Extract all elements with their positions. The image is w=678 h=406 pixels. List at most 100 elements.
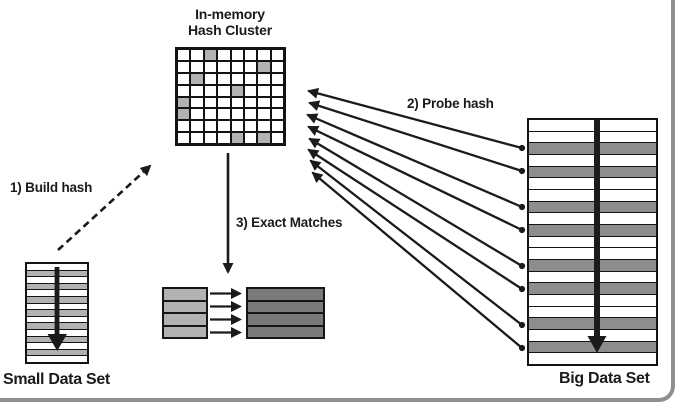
probe-arrow: [308, 137, 524, 268]
hash-grid-cell: [244, 121, 257, 132]
small-table-row: [27, 283, 87, 291]
hash-cluster-title-line2: Hash Cluster: [188, 22, 272, 38]
probe-source-dot: [518, 144, 526, 152]
probe-arrow: [309, 159, 524, 327]
big-table-row: [529, 341, 656, 354]
hash-grid-cell: [271, 109, 283, 120]
probe-source-dot: [518, 321, 526, 329]
step-label-build-hash: 1) Build hash: [10, 180, 93, 195]
probe-source-dot: [518, 226, 526, 234]
small-table-row: [27, 296, 87, 304]
probe-source-dot: [518, 167, 526, 175]
hash-cluster-title-line1: In-memory: [195, 6, 265, 22]
hash-grid-cell: [204, 109, 217, 120]
big-table-row: [529, 330, 656, 342]
hash-grid-cell: [178, 133, 190, 143]
hash-grid-cell: [258, 97, 270, 108]
match-right-block: [246, 287, 325, 339]
small-data-set-label: Small Data Set: [3, 371, 110, 388]
hash-grid-cell: [231, 133, 243, 143]
hash-grid-cell: [244, 97, 257, 108]
big-table-row: [529, 201, 656, 214]
hash-grid: [175, 47, 286, 146]
big-table-row: [529, 353, 656, 364]
hash-grid-cell: [231, 73, 243, 84]
small-table-row: [27, 356, 87, 362]
big-table-row: [529, 132, 656, 144]
hash-grid-cell: [271, 61, 283, 72]
small-table-row: [27, 277, 87, 284]
hash-grid-cell: [218, 73, 230, 84]
hash-grid-cell: [258, 73, 270, 84]
hash-grid-cell: [258, 85, 270, 96]
hash-grid-cell: [191, 133, 203, 143]
match-left-row: [162, 324, 208, 339]
hash-grid-cell: [204, 85, 217, 96]
hash-grid-cell: [271, 97, 283, 108]
big-table-row: [529, 248, 656, 261]
big-table-row: [529, 120, 656, 132]
hash-grid-cell: [191, 61, 203, 72]
big-table-row: [529, 155, 656, 167]
hash-grid-cell: [204, 97, 217, 108]
hash-grid-cell: [231, 97, 243, 108]
big-data-set-label: Big Data Set: [559, 370, 650, 387]
hash-grid-cell: [271, 121, 283, 132]
step-label-exact-matches: 3) Exact Matches: [236, 215, 343, 230]
hash-grid-cell: [218, 121, 230, 132]
big-table-row: [529, 272, 656, 284]
big-table-row: [529, 318, 656, 331]
hash-grid-cell: [231, 109, 243, 120]
hash-grid-cell: [178, 97, 190, 108]
hash-grid-cell: [258, 61, 270, 72]
small-table-row: [27, 290, 87, 297]
big-table-row: [529, 283, 656, 296]
small-table-row: [27, 264, 87, 271]
small-table-row: [27, 330, 87, 337]
hash-grid-cell: [178, 85, 190, 96]
big-data-set-table: [527, 118, 658, 366]
hash-grid-cell: [231, 50, 243, 60]
small-table-row: [27, 317, 87, 324]
probe-source-dot: [518, 203, 526, 211]
match-arrows: [210, 288, 242, 338]
hash-grid-cell: [191, 50, 203, 60]
hash-grid-cell: [204, 61, 217, 72]
hash-grid-cell: [271, 50, 283, 60]
hash-grid-cell: [271, 73, 283, 84]
small-table-row: [27, 343, 87, 350]
probe-source-dot: [518, 285, 526, 293]
hash-grid-cell: [191, 73, 203, 84]
hash-grid-cell: [178, 109, 190, 120]
hash-grid-cell: [178, 121, 190, 132]
probe-arrow: [306, 113, 524, 209]
big-table-row: [529, 237, 656, 249]
hash-grid-cell: [178, 50, 190, 60]
hash-grid-cell: [218, 97, 230, 108]
big-table-row: [529, 307, 656, 319]
big-table-row: [529, 190, 656, 202]
big-table-row: [529, 143, 656, 156]
hash-grid-cell: [244, 85, 257, 96]
hash-grid-cell: [258, 133, 270, 143]
hash-grid-cell: [178, 61, 190, 72]
hash-grid-cell: [218, 50, 230, 60]
match-left-block: [162, 287, 208, 339]
hash-grid-cell: [204, 121, 217, 132]
hash-grid-cell: [218, 109, 230, 120]
hash-grid-cell: [204, 50, 217, 60]
small-table-row: [27, 336, 87, 344]
hash-grid-cell: [231, 61, 243, 72]
small-table-row: [27, 270, 87, 278]
hash-grid-cell: [218, 61, 230, 72]
build-hash-arrow: [57, 164, 152, 251]
hash-grid-cell: [191, 109, 203, 120]
hash-grid-cell: [258, 109, 270, 120]
hash-grid-cell: [191, 85, 203, 96]
big-table-row: [529, 213, 656, 226]
small-table-row: [27, 349, 87, 357]
probe-arrow: [308, 100, 524, 173]
hash-grid-cell: [218, 133, 230, 143]
hash-grid-cell: [244, 61, 257, 72]
small-data-set-table: [25, 262, 89, 364]
